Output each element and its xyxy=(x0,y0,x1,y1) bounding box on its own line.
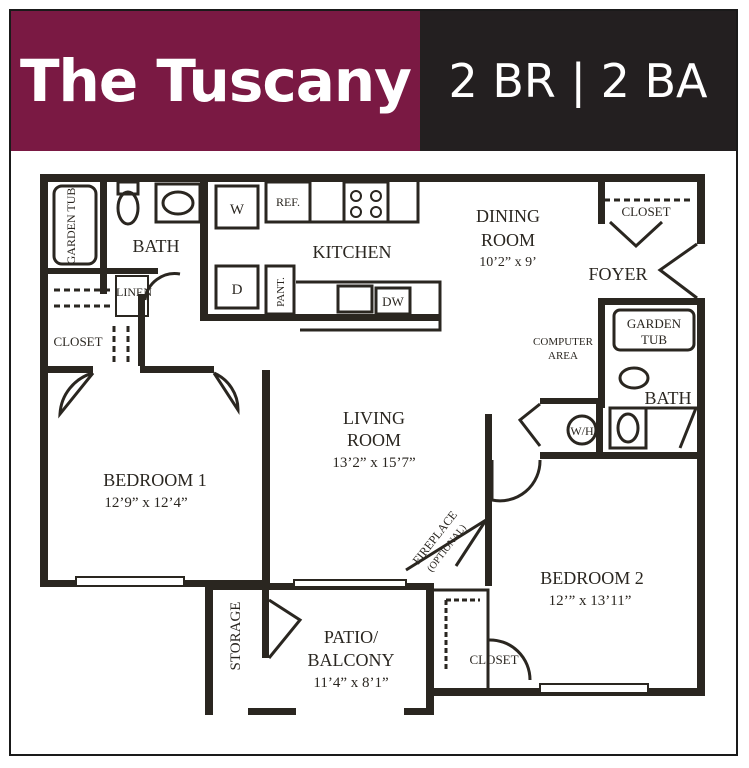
computer-area-label-2: AREA xyxy=(548,350,578,362)
kitchen-counter xyxy=(296,280,442,332)
living-label-1: LIVING xyxy=(343,408,405,428)
pantry xyxy=(264,264,296,316)
sink-2 xyxy=(608,406,648,450)
dishwasher xyxy=(374,286,412,316)
bedroom2-label: BEDROOM 2 xyxy=(540,568,644,588)
water-heater xyxy=(566,414,598,446)
garden-tub-1 xyxy=(52,184,98,266)
wall-bath1-bottom xyxy=(48,268,158,274)
window-bedroom1 xyxy=(75,576,185,587)
linen-closet xyxy=(115,275,149,317)
wall-right-lower xyxy=(697,298,705,696)
toilet-1 xyxy=(116,190,140,226)
wall-kitchen-left xyxy=(200,174,208,320)
dryer-label: D xyxy=(232,282,243,298)
wall-bedroom2-left xyxy=(485,414,492,586)
bedroom1-label: BEDROOM 1 xyxy=(103,470,207,490)
subtitle-banner: 2 BR | 2 BA xyxy=(420,11,736,151)
storage-label: STORAGE xyxy=(228,602,244,671)
bed-bath-count: 2 BR | 2 BA xyxy=(448,54,708,108)
wall-bath1-right xyxy=(100,174,107,294)
wall-closet1-right xyxy=(138,294,145,366)
kitchen-label: KITCHEN xyxy=(313,242,392,262)
washer-label: W xyxy=(230,202,245,218)
living-dims: 13’2” x 15’7” xyxy=(332,455,415,471)
bedroom1-dims: 12’9” x 12’4” xyxy=(104,495,187,511)
wall-patio-bottom-l xyxy=(248,708,296,715)
wall-bath2-top xyxy=(598,298,705,305)
closet-2 xyxy=(426,588,490,688)
pantry-label: PANT. xyxy=(275,277,287,307)
toilet-2 xyxy=(618,366,650,390)
wall-left xyxy=(40,174,48,586)
wall-kitchen-bottom xyxy=(200,314,440,321)
fireplace xyxy=(405,518,488,572)
wall-wh-top xyxy=(540,398,602,404)
wall-bedroom1-top-a xyxy=(48,366,93,373)
dryer xyxy=(214,264,260,310)
room-labels: GARDEN TUB BATH LINEN CLOSET W D REF. PA… xyxy=(53,188,691,691)
garden-tub-2-label-1: GARDEN xyxy=(627,316,682,331)
fixtures xyxy=(52,180,696,688)
wall-bedroom2-top xyxy=(540,452,705,459)
sink-1 xyxy=(154,182,202,224)
plan-title: The Tuscany xyxy=(19,47,412,115)
garden-tub-2-label-2: TUB xyxy=(641,332,667,347)
wall-storage-right xyxy=(262,590,269,658)
dining-label-2: ROOM xyxy=(481,230,535,250)
washer xyxy=(214,184,260,230)
wall-foyer-closet-left xyxy=(598,174,605,224)
wall-storage-left xyxy=(205,583,213,715)
wall-right-upper xyxy=(697,174,705,244)
patio-label-2: BALCONY xyxy=(307,650,394,670)
fridge xyxy=(264,180,312,224)
computer-area-label-1: COMPUTER xyxy=(533,336,594,348)
dining-label-1: DINING xyxy=(476,206,540,226)
fridge-label: REF. xyxy=(276,195,300,209)
front-door xyxy=(657,242,698,300)
wall-top xyxy=(40,174,705,182)
window-bedroom2 xyxy=(539,683,649,694)
patio-door xyxy=(293,579,407,588)
bath-1-label: BATH xyxy=(132,236,179,256)
wall-patio-right xyxy=(426,583,434,713)
wall-bedroom1-right xyxy=(262,370,270,584)
living-label-2: ROOM xyxy=(347,430,401,450)
patio-label-1: PATIO/ xyxy=(324,627,378,647)
wall-patio-bottom-r xyxy=(404,708,434,715)
garden-tub-2 xyxy=(612,308,696,352)
wall-wh-right xyxy=(596,398,603,452)
foyer-label: FOYER xyxy=(588,264,647,284)
dishwasher-label: DW xyxy=(382,294,404,309)
title-banner: The Tuscany xyxy=(11,11,420,151)
garden-tub-1-label: GARDEN TUB xyxy=(64,188,78,265)
linen-label: LINEN xyxy=(116,285,152,299)
water-heater-label: W/H xyxy=(570,424,594,438)
wall-bedroom1-top-b xyxy=(140,366,214,373)
stove xyxy=(342,180,390,224)
closet-2-label: CLOSET xyxy=(469,652,518,667)
foyer-closet-label: CLOSET xyxy=(621,204,670,219)
wall-bath2-left xyxy=(598,298,605,408)
bedroom2-dims: 12’” x 13’11” xyxy=(549,593,632,609)
windows xyxy=(75,576,649,694)
kitchen-sink xyxy=(336,284,374,314)
dining-dims: 10’2” x 9’ xyxy=(479,255,537,270)
doors xyxy=(58,220,699,681)
patio-dims: 11’4” x 8’1” xyxy=(313,675,388,691)
closet-1-label: CLOSET xyxy=(53,334,102,349)
bath-2-label: BATH xyxy=(644,388,691,408)
